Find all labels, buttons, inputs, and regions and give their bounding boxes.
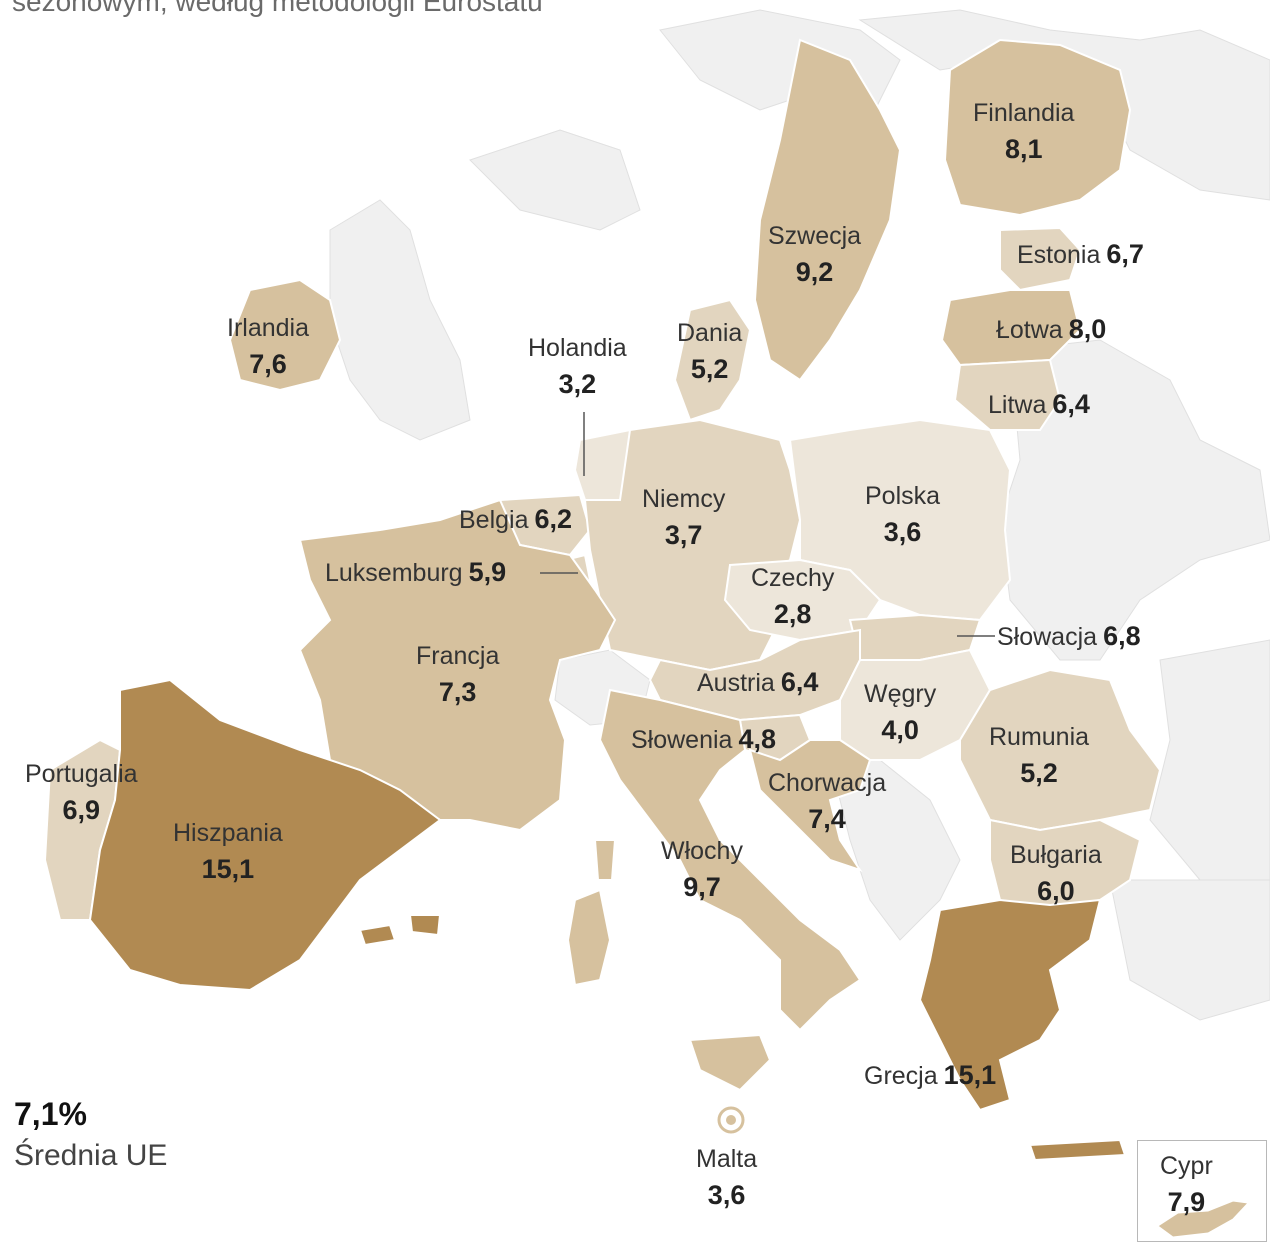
country-baleary [358, 914, 442, 947]
country-bulgaria [989, 818, 1142, 912]
country-sycylia [688, 1033, 772, 1092]
eu-average-value: 7,1% [14, 1096, 87, 1132]
country-wegry [839, 648, 992, 761]
country-sardynia [566, 888, 612, 987]
country-wlochy [598, 688, 862, 1032]
non-eu-land [329, 9, 1270, 1021]
eu-average: 7,1% Średnia UE [14, 1096, 167, 1173]
country-grecja [918, 898, 1102, 1112]
country-lotwa [940, 289, 1082, 367]
country-kreta [1028, 1138, 1127, 1162]
eu-countries [43, 38, 1162, 1162]
country-chorwacja [748, 739, 872, 872]
country-rumunia [959, 668, 1162, 832]
country-hiszpania [88, 678, 442, 992]
eu-average-label: Średnia UE [14, 1139, 168, 1172]
country-dania [673, 298, 752, 422]
subtitle: sezonowym, według metodologii Eurostatu [12, 0, 543, 17]
country-irlandia [228, 278, 342, 392]
country-litwa [953, 358, 1062, 431]
country-korsyka [593, 839, 617, 881]
country-finlandia [943, 38, 1132, 217]
cyprus-shape [1157, 1200, 1250, 1238]
malta-dot [726, 1115, 736, 1125]
country-szwecja [753, 38, 902, 382]
country-francja [298, 498, 617, 832]
country-estonia [999, 226, 1082, 292]
